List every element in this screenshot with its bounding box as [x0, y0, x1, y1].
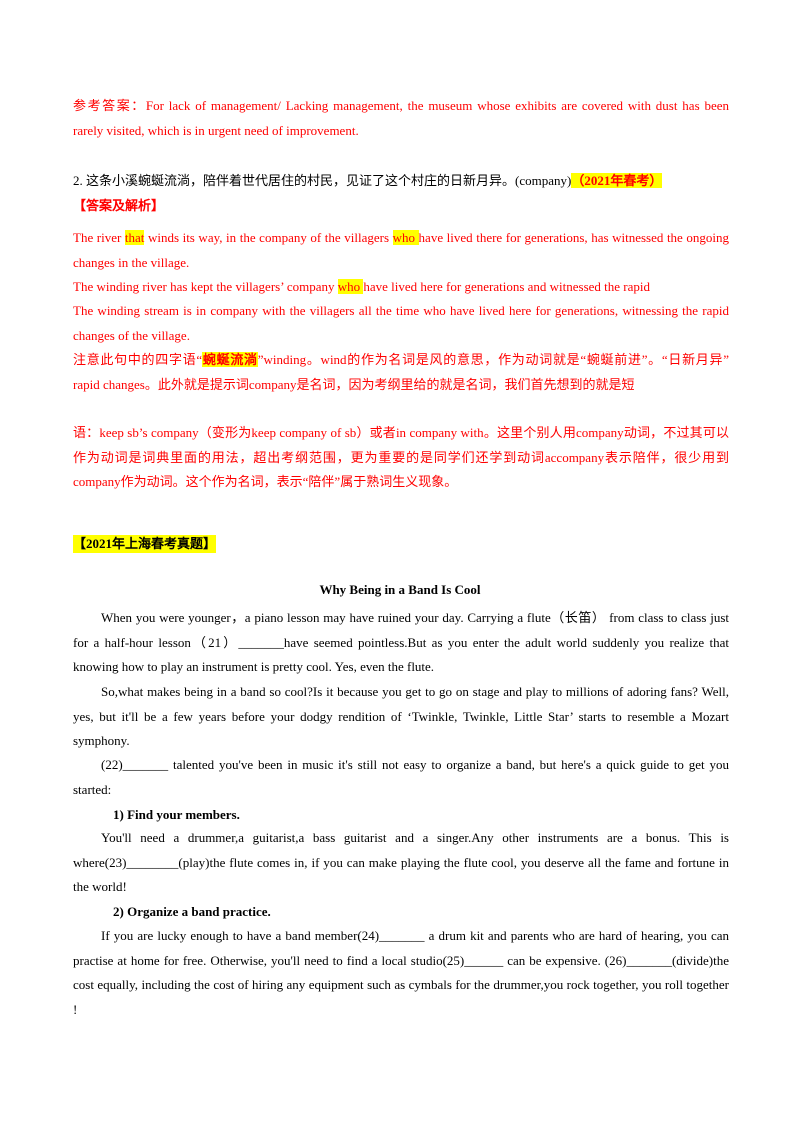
answer-3: The winding stream is in company with th… [73, 303, 729, 343]
paragraph-1: When you were younger，a piano lesson may… [73, 610, 729, 674]
article-title: Why Being in a Band Is Cool [319, 582, 481, 597]
question-2: 2. 这条小溪蜿蜒流淌，陪伴着世代居住的村民，见证了这个村庄的日新月异。(com… [73, 169, 729, 194]
question-2-prompt: 2. 这条小溪蜿蜒流淌，陪伴着世代居住的村民，见证了这个村庄的日新月异。(com… [73, 173, 572, 188]
answer-1-text-b: winds its way, in the company of the vil… [144, 230, 393, 245]
note-1-highlight: 蜿蜒流淌 [202, 352, 258, 367]
note-2: 语：keep sb’s company（变形为keep company of s… [73, 425, 729, 489]
question-2-tag: （2021年春考） [571, 173, 663, 188]
subheading-2: 2) Organize a band practice. [113, 904, 271, 919]
note-1-text-b: ”winding。wind的作为名词是风的意思，作为动词就是“蜿蜒前进”。“日新… [73, 352, 742, 392]
note-1-text-a: 注意此句中的四字语“ [73, 352, 203, 367]
paragraph-4: You'll need a drummer,a guitarist,a bass… [73, 830, 729, 894]
answer-1: The river that winds its way, in the com… [73, 226, 729, 275]
answer-2-text-a: The winding river has kept the villagers… [73, 279, 338, 294]
answer-2-highlight-who: who [337, 279, 364, 294]
paragraph-3: (22)_______ talented you've been in musi… [73, 757, 729, 797]
reference-answer: 参考答案：For lack of management/ Lacking man… [73, 98, 729, 138]
paragraph-5: If you are lucky enough to have a band m… [73, 928, 729, 1017]
section-title: 【2021年上海春考真题】 [73, 535, 217, 553]
answer-1-highlight-that: that [124, 230, 145, 245]
subheading-1: 1) Find your members. [113, 807, 240, 822]
note-1: 注意此句中的四字语“蜿蜒流淌”winding。wind的作为名词是风的意思，作为… [73, 348, 742, 397]
answer-2: The winding river has kept the villagers… [73, 275, 729, 300]
analysis-header: 【答案及解析】 [73, 198, 165, 213]
answer-1-text-c: have lived there for generations, has wi… [73, 230, 730, 270]
answer-1-text-a: The river [73, 230, 125, 245]
answer-1-highlight-who: who [392, 230, 419, 245]
answer-2-text-b: have lived here for generations and witn… [363, 279, 651, 294]
paragraph-2: So,what makes being in a band so cool?Is… [73, 684, 729, 748]
